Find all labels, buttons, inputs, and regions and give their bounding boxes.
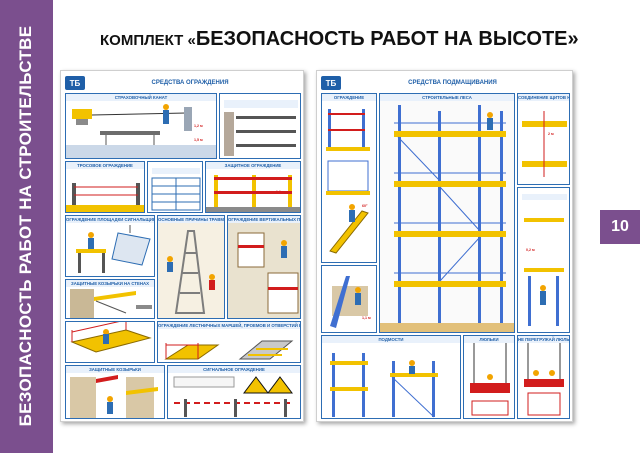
panel-stair-railings: ОГРАЖДЕНИЕ ЛЕСТНИЧНЫХ МАРШЕЙ, ПРОЕМОВ И …: [157, 321, 301, 363]
panel-injury-causes: ОСНОВНЫЕ ПРИЧИНЫ ТРАВМАТИЗМА: [157, 215, 225, 319]
panel-scaffold-details: 0,2 м: [517, 187, 570, 333]
title-prefix: КОМПЛЕКТ «: [100, 32, 196, 49]
side-title: БЕЗОПАСНОСТЬ РАБОТ НА СТРОИТЕЛЬСТВЕ: [16, 25, 35, 427]
panel-fencing: ОГРАЖДЕНИЕ 60°: [321, 93, 377, 263]
side-band: БЕЗОПАСНОСТЬ РАБОТ НА СТРОИТЕЛЬСТВЕ: [0, 0, 53, 453]
panel-deck-joints: СОЕДИНЕНИЕ ЩИТОВ НАСТИЛА 2 м: [517, 93, 570, 185]
panel-protective-canopies: ЗАЩИТНЫЕ КОЗЫРЬКИ: [65, 365, 165, 419]
panel-protective-fence: ЗАЩИТНОЕ ОГРАЖДЕНИЕ 1,1 м: [205, 161, 301, 213]
panel-signaller-platform: ОГРАЖДЕНИЕ ПЛОЩАДКИ СИГНАЛЬЩИКА: [65, 215, 155, 277]
poster-title: Средства подмащивания: [408, 80, 497, 86]
panel-wall-canopies: ЗАЩИТНЫЕ КОЗЫРЬКИ НА СТЕНАХ: [65, 279, 155, 319]
panel-cable-fence: ТРОСОВОЕ ОГРАЖДЕНИЕ: [65, 161, 145, 213]
panel-platforms: ПОДМОСТИ: [321, 335, 461, 419]
title-suffix: »: [567, 28, 579, 50]
poster-header: ТБ Средства ограждения: [65, 75, 299, 91]
safety-rope-illustration: [66, 104, 216, 158]
panel-allowed-use: [147, 161, 203, 213]
panel-signal-fence: СИГНАЛЬНОЕ ОГРАЖДЕНИЕ: [167, 365, 301, 419]
logo-icon: ТБ: [321, 76, 341, 90]
panel-safety-rope: СТРАХОВОЧНЫЙ КАНАТ 1,2 м 1,5 м: [65, 93, 217, 159]
poster-fencing[interactable]: ТБ Средства ограждения СТРАХОВОЧНЫЙ КАНА…: [60, 70, 304, 422]
panel-cradles: ЛЮЛЬКИ: [463, 335, 515, 419]
panel-scaffolding: СТРОИТЕЛЬНЫЕ ЛЕСА: [379, 93, 515, 333]
poster-header: ТБ Средства подмащивания: [321, 75, 568, 91]
page-title: КОМПЛЕКТ «БЕЗОПАСНОСТЬ РАБОТ НА ВЫСОТЕ»: [100, 28, 579, 52]
panel-ladder: 1,1 м: [321, 265, 377, 333]
panel-vertical-openings: ОГРАЖДЕНИЕ ВЕРТИКАЛЬНЫХ ПРОЕМОВ: [227, 215, 301, 319]
poster-title: Средства ограждения: [151, 80, 229, 86]
poster-scaffolding[interactable]: ТБ Средства подмащивания ОГРАЖДЕНИЕ 60° …: [316, 70, 573, 422]
page-number-badge: 10: [600, 210, 640, 244]
logo-icon: ТБ: [65, 76, 85, 90]
panel-walkway: [65, 321, 155, 363]
title-main: БЕЗОПАСНОСТЬ РАБОТ НА ВЫСОТЕ: [195, 28, 568, 50]
scaffolding-illustration: [380, 101, 514, 332]
panel-rope-details: [219, 93, 301, 159]
panel-overload-warning: НЕ ПЕРЕГРУЖАЙ ЛЮЛЬКИ!: [517, 335, 570, 419]
